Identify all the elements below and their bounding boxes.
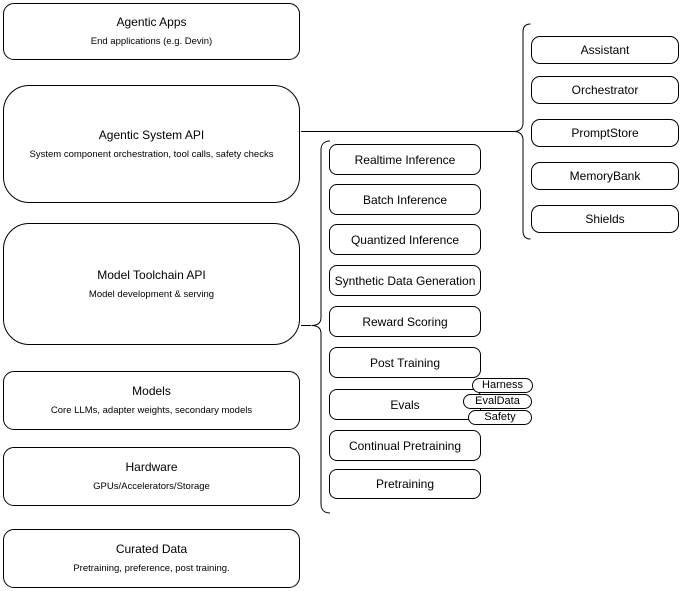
box-label: Continual Pretraining [348,438,462,453]
box-label: Evals [390,397,420,412]
box-model-toolchain-api: Model Toolchain API Model development & … [3,223,300,345]
box-assistant: Assistant [531,36,679,64]
box-subtitle: Model development & serving [88,288,215,300]
box-title: Model Toolchain API [97,267,206,282]
box-agentic-system-api: Agentic System API System component orch… [3,85,300,203]
box-evals: Evals [329,389,481,420]
box-title: Models [132,384,171,398]
box-title: Curated Data [115,542,188,556]
eval-tag-safety: Safety [468,410,532,425]
box-label: Reward Scoring [362,314,448,329]
eval-tag-harness: Harness [472,378,533,393]
box-quantized-inference: Quantized Inference [329,224,481,255]
box-label: Post Training [369,355,441,370]
box-label: Orchestrator [571,83,639,97]
oval-label: Safety [484,411,516,423]
box-label: Realtime Inference [354,152,456,167]
box-continual-pretraining: Continual Pretraining [329,430,481,461]
box-post-training: Post Training [329,347,481,378]
box-subtitle: End applications (e.g. Devin) [90,36,213,47]
system-components-brace [513,23,531,240]
box-label: Quantized Inference [350,232,460,247]
box-realtime-inference: Realtime Inference [329,144,481,175]
box-hardware: Hardware GPUs/Accelerators/Storage [3,447,300,506]
box-title: Hardware [125,460,178,474]
box-subtitle: System component orchestration, tool cal… [29,148,274,160]
box-title: Agentic System API [98,127,205,142]
box-memorybank: MemoryBank [531,162,679,190]
box-label: Synthetic Data Generation [334,273,476,288]
box-title: Agentic Apps [116,15,187,29]
box-reward-scoring: Reward Scoring [329,306,481,337]
box-subtitle: Core LLMs, adapter weights, secondary mo… [50,405,253,416]
box-label: Shields [585,212,625,226]
box-agentic-apps: Agentic Apps End applications (e.g. Devi… [3,3,300,60]
box-orchestrator: Orchestrator [531,76,679,104]
box-label: MemoryBank [569,169,641,183]
box-label: Pretraining [375,477,435,491]
box-models: Models Core LLMs, adapter weights, secon… [3,371,300,430]
eval-tag-evaldata: EvalData [463,394,532,409]
oval-label: Harness [482,379,523,391]
box-label: Assistant [580,43,630,57]
box-curated-data: Curated Data Pretraining, preference, po… [3,529,300,588]
toolchain-brace [311,140,331,514]
box-pretraining: Pretraining [329,469,481,499]
oval-label: EvalData [475,395,520,407]
box-shields: Shields [531,205,679,233]
box-label: Batch Inference [362,192,448,207]
box-synthetic-data-generation: Synthetic Data Generation [329,265,481,296]
box-subtitle: GPUs/Accelerators/Storage [93,481,210,492]
box-batch-inference: Batch Inference [329,184,481,215]
box-label: PromptStore [571,126,639,140]
box-promptstore: PromptStore [531,119,679,147]
box-subtitle: Pretraining, preference, post training. [73,563,230,574]
